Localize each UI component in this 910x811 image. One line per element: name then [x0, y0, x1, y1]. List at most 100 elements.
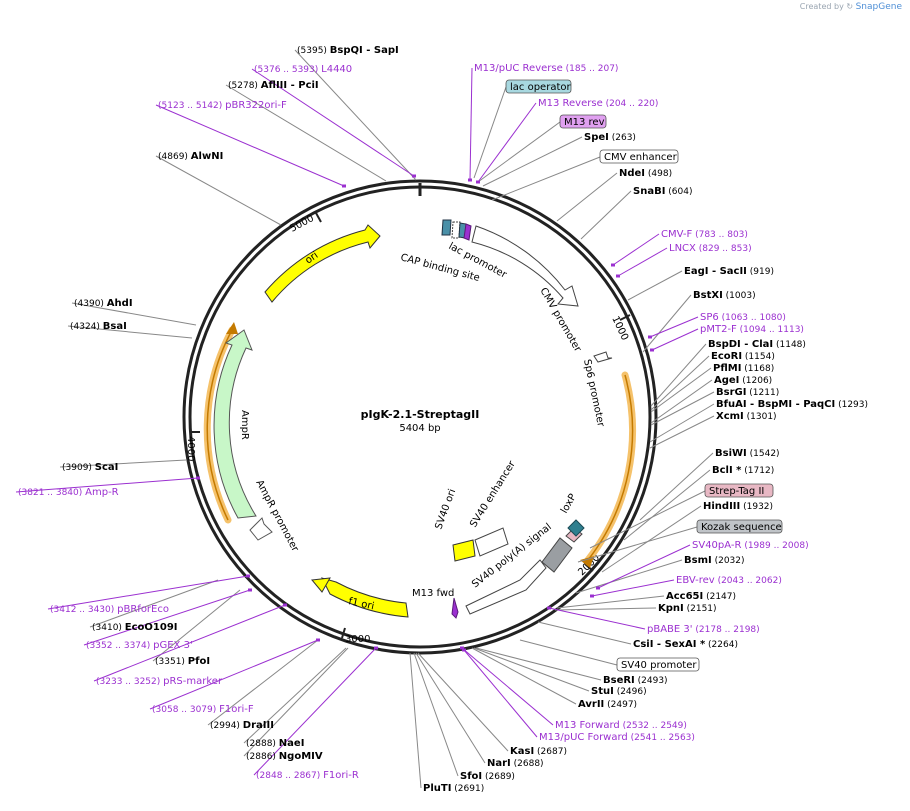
enzyme-site[interactable]: CsiI - SexAI * (2264): [633, 639, 738, 650]
primer-site[interactable]: CMV-F (783 .. 803): [611, 229, 748, 267]
svg-text:pMT2-F (1094 .. 1113): pMT2-F (1094 .. 1113): [700, 324, 804, 335]
enzyme-site[interactable]: PluTI (2691): [423, 783, 484, 794]
enzyme-site[interactable]: BfuAI - BspMI - PaqCI (1293): [716, 399, 868, 410]
ampr-region-arrow: [226, 322, 238, 334]
lac-promoter-feature: [451, 221, 461, 239]
primer-site[interactable]: (3412 .. 3430) pBRforEco: [50, 574, 250, 615]
primer-range: (1094 .. 1113): [737, 325, 804, 335]
primer-site[interactable]: pBABE 3' (2178 .. 2198): [547, 606, 760, 635]
enzyme-site[interactable]: (4390) AhdI: [74, 298, 133, 309]
enzyme-name: SfoI: [460, 771, 482, 782]
primer-site[interactable]: (3233 .. 3252) pRS-marker: [96, 603, 287, 687]
feature-label-box[interactable]: M13 rev: [559, 114, 607, 129]
site-labels: (5395) BspQI - SapI(5278) AflIII - PciI(…: [18, 45, 868, 794]
svg-text:EBV-rev (2043 .. 2062): EBV-rev (2043 .. 2062): [676, 575, 782, 586]
enzyme-position: (1148): [773, 340, 806, 350]
primer-site[interactable]: M13 Reverse (204 .. 220): [476, 98, 658, 184]
enzyme-site[interactable]: BsiWI (1542): [715, 448, 780, 459]
enzyme-site[interactable]: EcoRI (1154): [711, 351, 775, 362]
svg-text:BsrGI (1211): BsrGI (1211): [716, 387, 779, 398]
enzyme-site[interactable]: (4869) AlwNI: [158, 151, 223, 162]
enzyme-site[interactable]: KpnI (2151): [658, 603, 717, 614]
enzyme-site[interactable]: BclI * (1712): [712, 465, 774, 476]
enzyme-site[interactable]: (3410) EcoO109I: [92, 622, 178, 633]
svg-text:3000: 3000: [345, 634, 370, 645]
m13-rev-feature: [463, 223, 472, 241]
enzyme-site[interactable]: SfoI (2689): [460, 771, 515, 782]
feature-label-box[interactable]: Kozak sequence: [696, 519, 783, 534]
svg-text:(3352 .. 3374) pGEX 3': (3352 .. 3374) pGEX 3': [86, 640, 193, 651]
enzyme-name: NgoMIV: [279, 751, 323, 762]
primer-site[interactable]: (3058 .. 3079) F1ori-F: [152, 638, 320, 715]
enzyme-site[interactable]: (2994) DraIII: [210, 720, 274, 731]
primer-site[interactable]: M13/pUC Reverse (185 .. 207): [468, 63, 618, 182]
enzyme-site[interactable]: AgeI (1206): [714, 375, 772, 386]
enzyme-site[interactable]: BspDI - ClaI (1148): [708, 339, 806, 350]
svg-text:4000: 4000: [185, 436, 196, 461]
enzyme-name: EcoO109I: [125, 622, 178, 633]
enzyme-site[interactable]: SnaBI (604): [633, 186, 692, 197]
ampr-promoter-label: AmpR promoter: [253, 478, 300, 554]
enzyme-site[interactable]: (5395) BspQI - SapI: [297, 45, 399, 56]
primer-site[interactable]: M13/pUC Forward (2541 .. 2563): [462, 648, 695, 743]
enzyme-site[interactable]: (4324) BsaI: [70, 321, 127, 332]
primer-site[interactable]: (2848 .. 2867) F1ori-R: [256, 646, 378, 781]
enzyme-site[interactable]: (3909) ScaI: [62, 462, 118, 473]
primer-site[interactable]: (5123 .. 5142) pBR322ori-F: [158, 100, 346, 188]
enzyme-site[interactable]: (5278) AflIII - PciI: [228, 80, 319, 91]
primer-name: F1ori-R: [323, 770, 359, 781]
feature-label-box[interactable]: SV40 promoter: [616, 657, 700, 672]
feature-label-box[interactable]: Strep-Tag II: [704, 483, 774, 498]
enzyme-name-2: - PciI: [287, 80, 319, 91]
enzyme-site[interactable]: PflMI (1168): [713, 363, 774, 374]
enzyme-site[interactable]: StuI (2496): [591, 686, 647, 697]
svg-text:SfoI (2689): SfoI (2689): [460, 771, 515, 782]
enzyme-site[interactable]: NdeI (498): [619, 168, 672, 179]
enzyme-position: (1211): [746, 388, 779, 398]
primer-site[interactable]: (3352 .. 3374) pGEX 3': [86, 588, 252, 651]
primer-site[interactable]: (5376 .. 5393) L4440: [254, 64, 416, 178]
enzyme-position: (2687): [534, 747, 567, 757]
enzyme-site[interactable]: AvrII (2497): [578, 699, 637, 710]
primer-range: (2043 .. 2062): [715, 576, 782, 586]
primer-site[interactable]: SV40pA-R (1989 .. 2008): [596, 540, 809, 590]
m13-fwd-feature: [451, 597, 459, 619]
enzyme-site[interactable]: HindIII (1932): [703, 501, 773, 512]
svg-text:(3412 .. 3430) pBRforEco: (3412 .. 3430) pBRforEco: [50, 604, 169, 615]
enzyme-site[interactable]: BsmI (2032): [684, 555, 745, 566]
svg-text:CsiI - SexAI * (2264): CsiI - SexAI * (2264): [633, 639, 738, 650]
enzyme-site[interactable]: BsrGI (1211): [716, 387, 779, 398]
primer-site[interactable]: LNCX (829 .. 853): [616, 243, 752, 278]
svg-text:BclI * (1712): BclI * (1712): [712, 465, 774, 476]
primer-range: (3233 .. 3252): [96, 677, 163, 687]
enzyme-site[interactable]: (2888) NaeI: [246, 738, 304, 749]
primer-site[interactable]: (3821 .. 3840) Amp-R: [18, 476, 200, 498]
enzyme-site[interactable]: (3351) PfoI: [155, 656, 210, 667]
enzyme-site[interactable]: NarI (2688): [487, 758, 544, 769]
feature-label-box[interactable]: lac operator: [505, 79, 571, 94]
feature-label-box[interactable]: CMV enhancer: [599, 149, 679, 164]
enzyme-site[interactable]: Acc65I (2147): [666, 591, 736, 602]
enzyme-site[interactable]: (2886) NgoMIV: [246, 751, 323, 762]
primer-range: (3352 .. 3374): [86, 641, 153, 651]
enzyme-name: BsrGI: [716, 387, 746, 398]
tick-4000: 4000: [185, 431, 200, 461]
primer-site[interactable]: EBV-rev (2043 .. 2062): [590, 575, 782, 598]
enzyme-site[interactable]: BseRI (2493): [603, 675, 668, 686]
svg-text:(3233 .. 3252) pRS-marker: (3233 .. 3252) pRS-marker: [96, 676, 223, 687]
enzyme-name: AgeI: [714, 375, 739, 386]
enzyme-site[interactable]: EagI - SacII (919): [684, 266, 774, 277]
svg-text:(4390) AhdI: (4390) AhdI: [74, 298, 133, 309]
sv40-ori-label: SV40 ori: [433, 488, 458, 531]
enzyme-site[interactable]: BstXI (1003): [693, 290, 756, 301]
enzyme-name: PluTI: [423, 783, 451, 794]
primer-site[interactable]: SP6 (1063 .. 1080): [648, 312, 786, 339]
primer-site[interactable]: M13 Forward (2532 .. 2549): [460, 646, 687, 731]
created-by-label: Created by: [799, 2, 844, 11]
enzyme-site[interactable]: SpeI (263): [584, 132, 636, 143]
enzyme-site[interactable]: KasI (2687): [510, 746, 567, 757]
primer-site[interactable]: pMT2-F (1094 .. 1113): [650, 324, 804, 352]
primer-name: pBRforEco: [117, 604, 169, 615]
enzyme-site[interactable]: XcmI (1301): [716, 411, 777, 422]
